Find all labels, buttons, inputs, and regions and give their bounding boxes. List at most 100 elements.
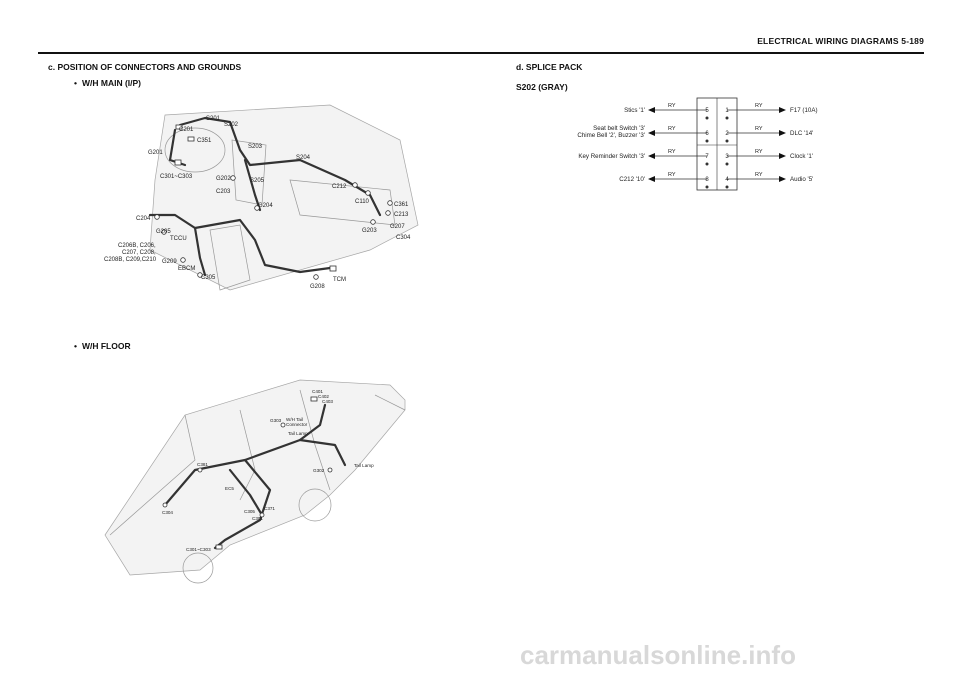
right-wire-color-3: RY	[755, 149, 763, 155]
connector-c305	[197, 272, 203, 278]
connector-c371	[259, 512, 265, 518]
label-c371: C371	[264, 506, 275, 511]
label-g209: G209	[162, 259, 177, 265]
bullet-wh-main-label: W/H MAIN (I/P)	[81, 78, 142, 88]
rear-wheel	[298, 488, 332, 522]
left-wire-color-3: RY	[668, 149, 676, 155]
label-c402: C402	[318, 394, 329, 399]
ground-g302	[327, 467, 333, 473]
right-label-1: F17 (10A)	[790, 107, 818, 114]
right-pin-3: 3	[725, 154, 729, 160]
ground-g204	[254, 205, 260, 211]
right-node-2	[725, 139, 729, 143]
shifter-outline	[209, 224, 251, 291]
right-wire-color-2: RY	[755, 126, 763, 132]
label-tcm: TCM	[333, 277, 346, 283]
connector-c381	[197, 467, 203, 473]
ground-g205	[161, 229, 167, 235]
label-s204: S204	[296, 155, 311, 161]
ground-g208	[313, 274, 319, 280]
floor-main-wire	[163, 403, 327, 507]
left-label-4: C212 '10'	[619, 176, 645, 183]
label-c301-c303-floor: C301~C303	[186, 547, 211, 552]
section-c-title: c. POSITION OF CONNECTORS AND GROUNDS	[48, 62, 242, 72]
label-g201: G201	[148, 150, 163, 156]
page-header-rule: ELECTRICAL WIRING DIAGRAMS 5-189	[38, 36, 924, 54]
connector-c110	[365, 190, 371, 196]
car-rear-door-line	[299, 389, 331, 491]
label-c305: C305	[201, 275, 216, 281]
bullet-wh-main: • W/H MAIN (I/P)	[74, 78, 141, 88]
label-c304-floor: C304	[162, 510, 173, 515]
label-c206-line3: C208B, C209,C210	[104, 257, 157, 263]
left-arrow-4	[648, 176, 655, 182]
label-tail-lamp-1: Tail Lamp	[288, 431, 308, 436]
label-c381: C381	[197, 462, 208, 467]
label-tail-lamp-2: Tail Lamp	[354, 463, 374, 468]
page-header-title: ELECTRICAL WIRING DIAGRAMS 5-189	[757, 36, 924, 46]
label-s205: S205	[250, 178, 265, 184]
connector-c401	[310, 396, 318, 402]
right-node-4	[725, 185, 729, 189]
label-s202: S202	[224, 122, 239, 128]
label-c401: C401	[312, 389, 323, 394]
right-wire-color-1: RY	[755, 103, 763, 109]
right-node-1	[725, 116, 729, 120]
label-g207: G207	[390, 224, 405, 230]
label-g205: G205	[156, 229, 171, 235]
left-arrow-2	[648, 130, 655, 136]
connector-c201	[175, 124, 183, 130]
car-pillar-line	[109, 414, 196, 536]
left-node-1	[705, 116, 709, 120]
right-arrow-2	[779, 130, 786, 136]
right-label-4: Audio '5'	[790, 176, 813, 183]
label-c213: C213	[394, 212, 409, 218]
bullet-dot: •	[74, 78, 77, 88]
label-ec5: EC5	[225, 486, 234, 491]
label-g202: G202	[216, 176, 231, 182]
steering-wheel-outline	[164, 127, 226, 173]
front-wheel	[182, 552, 214, 584]
left-node-3	[705, 162, 709, 166]
label-c403: C403	[322, 399, 333, 404]
left-pin-4: 8	[705, 177, 709, 183]
label-wh-tail-line1: W/H Tail	[286, 417, 303, 422]
label-c301-floor: C301	[252, 516, 263, 521]
left-node-2	[705, 139, 709, 143]
right-arrow-3	[779, 153, 786, 159]
connector-c304-floor	[162, 502, 168, 508]
floor-mid-wire	[228, 468, 264, 517]
label-c110: C110	[355, 199, 370, 205]
left-arrow-3	[648, 153, 655, 159]
section-d-title: d. SPLICE PACK	[516, 62, 583, 72]
ground-g209	[180, 257, 186, 263]
bullet-wh-floor: •W/H FLOOR	[74, 341, 131, 351]
right-wire-color-4: RY	[755, 172, 763, 178]
ground-g303	[280, 422, 286, 428]
right-arrow-4	[779, 176, 786, 182]
left-label-1: Stics '1'	[624, 107, 645, 114]
connector-c213	[385, 210, 391, 216]
connector-c301	[174, 159, 182, 166]
floor-branch-wire	[148, 213, 332, 274]
connector-c212	[352, 182, 358, 188]
ground-g202	[230, 175, 236, 181]
left-pin-2: 6	[705, 131, 709, 137]
car-tailgate-line	[374, 394, 406, 411]
main-harness-wire	[178, 116, 382, 217]
label-c351: C351	[197, 138, 212, 144]
bullet-wh-floor-label: W/H FLOOR	[81, 341, 131, 351]
label-s201: S201	[206, 116, 221, 122]
watermark: carmanualsonline.info	[520, 640, 796, 670]
left-node-4	[705, 185, 709, 189]
label-c305-floor: C305	[244, 509, 255, 514]
left-label-2-b: Chime Bell '2', Buzzer '3'	[577, 132, 645, 139]
connector-c301-c303-floor	[215, 544, 223, 550]
left-pin-3: 7	[705, 154, 709, 160]
label-c301-c303: C301~C303	[160, 174, 193, 180]
center-branch-wire	[243, 158, 262, 212]
floor-front-wire	[213, 458, 272, 550]
